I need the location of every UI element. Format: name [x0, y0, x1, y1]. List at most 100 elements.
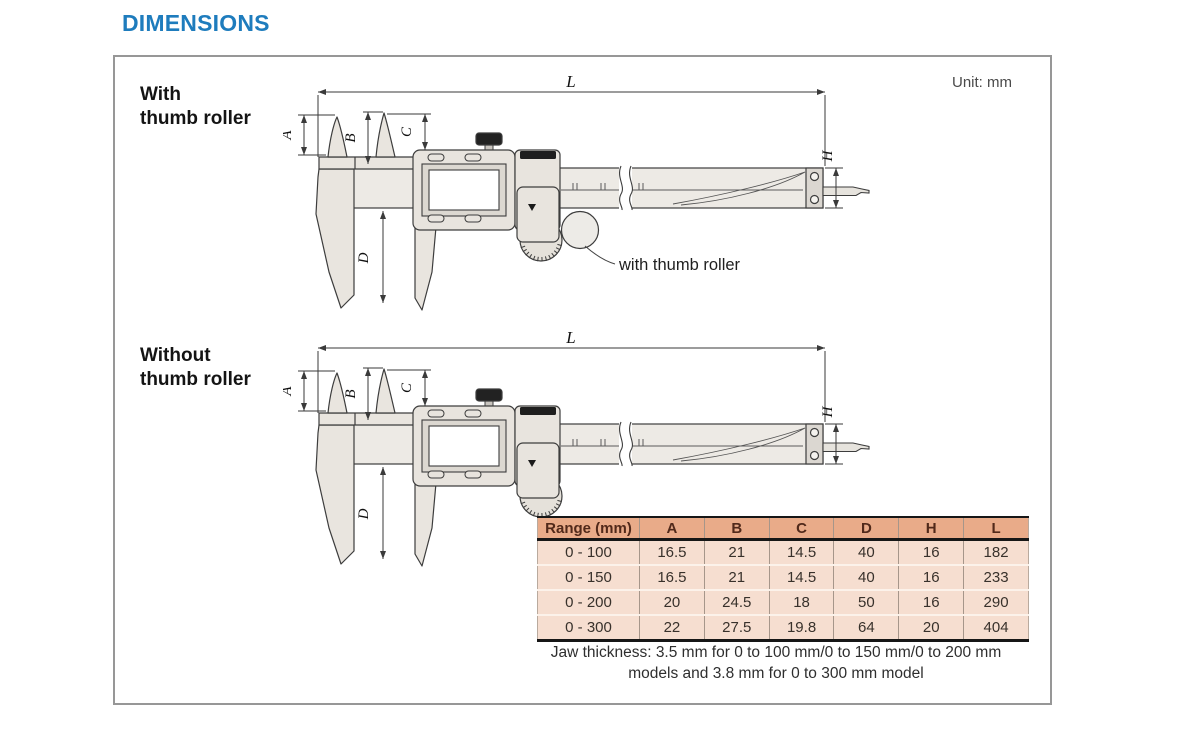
fixed-jaw — [315, 368, 415, 565]
table-cell: 50 — [833, 589, 899, 615]
label-without-line1: Without — [140, 345, 211, 366]
inside-jaw-movable — [375, 112, 396, 158]
table-cell: 22 — [639, 614, 705, 641]
table-col-header: Range (mm) — [537, 516, 640, 541]
table-cell: 40 — [833, 564, 899, 590]
table-cell: 0 - 150 — [537, 564, 640, 590]
label-without-thumb-roller: Without thumb roller — [140, 344, 251, 392]
inside-jaw-fixed — [327, 116, 348, 158]
table-cell: 182 — [963, 539, 1029, 565]
table-col-header: A — [639, 516, 705, 541]
caliper-diagram-without-roller: L A B C D H — [279, 328, 870, 567]
table-cell: 19.8 — [768, 614, 834, 641]
lcd-screen — [428, 425, 500, 467]
label-without-line2: thumb roller — [140, 368, 251, 390]
table-cell: 16 — [898, 589, 964, 615]
thumb-roller — [560, 210, 600, 250]
button — [464, 470, 482, 479]
table-cell: 404 — [963, 614, 1029, 641]
dim-label-l: L — [565, 72, 575, 91]
slider-lower-body — [516, 442, 560, 499]
button — [427, 409, 445, 418]
thumb-roller-callout: with thumb roller — [584, 245, 741, 274]
lcd-screen — [428, 169, 500, 211]
table-cell: 16.5 — [639, 564, 705, 590]
table-cell: 27.5 — [703, 614, 770, 641]
dimension-annotations: L A B C D H — [279, 72, 843, 303]
button — [464, 214, 482, 223]
fixed-jaw — [315, 112, 415, 309]
table-cell: 0 - 100 — [537, 539, 640, 565]
jaw-thickness-note-line2: models and 3.8 mm for 0 to 300 mm model — [628, 665, 924, 683]
down-arrow-button — [528, 460, 536, 467]
table-cell: 16.5 — [639, 539, 705, 565]
table-cell: 21 — [703, 564, 770, 590]
jaw-thickness-note: Jaw thickness: 3.5 mm for 0 to 100 mm/0 … — [520, 642, 1032, 685]
button — [464, 153, 482, 162]
table-cell: 40 — [833, 539, 899, 565]
table-cell: 64 — [833, 614, 899, 641]
table-cell: 21 — [703, 539, 770, 565]
slider-lower-body — [516, 186, 560, 243]
dim-label-a: A — [283, 386, 295, 397]
page-title: DIMENSIONS — [122, 10, 270, 36]
label-with-thumb-roller: With thumb roller — [140, 83, 251, 131]
table-cell: 290 — [963, 589, 1029, 615]
inside-jaw-movable — [375, 368, 396, 414]
depth-rod — [822, 186, 870, 197]
table-cell: 0 - 200 — [537, 589, 640, 615]
jaw-thickness-note-line1: Jaw thickness: 3.5 mm for 0 to 100 mm/0 … — [550, 644, 1002, 661]
table-col-header: L — [963, 516, 1029, 541]
button — [464, 409, 482, 418]
caliper-diagram-without-roller-slot: L A B C D H — [279, 318, 908, 578]
callout-with-thumb-roller: with thumb roller — [618, 256, 741, 274]
table-cell: 14.5 — [768, 564, 834, 590]
down-arrow-button — [528, 204, 536, 211]
button — [427, 214, 445, 223]
dim-label-h: H — [820, 149, 836, 162]
dim-label-d: D — [356, 508, 372, 520]
table-cell: 20 — [639, 589, 705, 615]
table-cell: 16 — [898, 564, 964, 590]
table-col-header: D — [833, 516, 899, 541]
button — [427, 153, 445, 162]
dim-label-a: A — [283, 130, 295, 141]
button — [427, 470, 445, 479]
caliper-diagram-with-roller: L A B C D H with thumb roller — [279, 72, 870, 311]
table-cell: 14.5 — [768, 539, 834, 565]
inside-jaw-fixed — [327, 372, 348, 414]
dimension-annotations: L A B C D H — [279, 328, 843, 559]
table-cell: 0 - 300 — [537, 614, 640, 641]
table-cell: 24.5 — [703, 589, 770, 615]
dim-label-b: B — [343, 389, 359, 398]
thumb-screw-cap — [475, 388, 503, 402]
table-cell: 20 — [898, 614, 964, 641]
label-with-line1: With — [140, 84, 181, 105]
dim-label-h: H — [820, 405, 836, 418]
slider-top-bar — [520, 151, 556, 159]
thumb-screw-cap — [475, 132, 503, 146]
table-col-header: B — [703, 516, 770, 541]
table-cell: 18 — [768, 589, 834, 615]
unit-label: Unit: mm — [952, 74, 1012, 91]
table-col-header: H — [898, 516, 964, 541]
caliper-diagram-with-roller-slot: L A B C D H with thumb roller — [279, 62, 908, 322]
dim-label-l: L — [565, 328, 575, 347]
depth-rod — [822, 442, 870, 453]
label-with-line2: thumb roller — [140, 107, 251, 129]
dim-label-b: B — [343, 133, 359, 142]
table-cell: 233 — [963, 564, 1029, 590]
dim-label-c: C — [399, 126, 415, 137]
dim-label-d: D — [356, 252, 372, 264]
table-col-header: C — [768, 516, 834, 541]
table-cell: 16 — [898, 539, 964, 565]
slider-top-bar — [520, 407, 556, 415]
dim-label-c: C — [399, 382, 415, 393]
